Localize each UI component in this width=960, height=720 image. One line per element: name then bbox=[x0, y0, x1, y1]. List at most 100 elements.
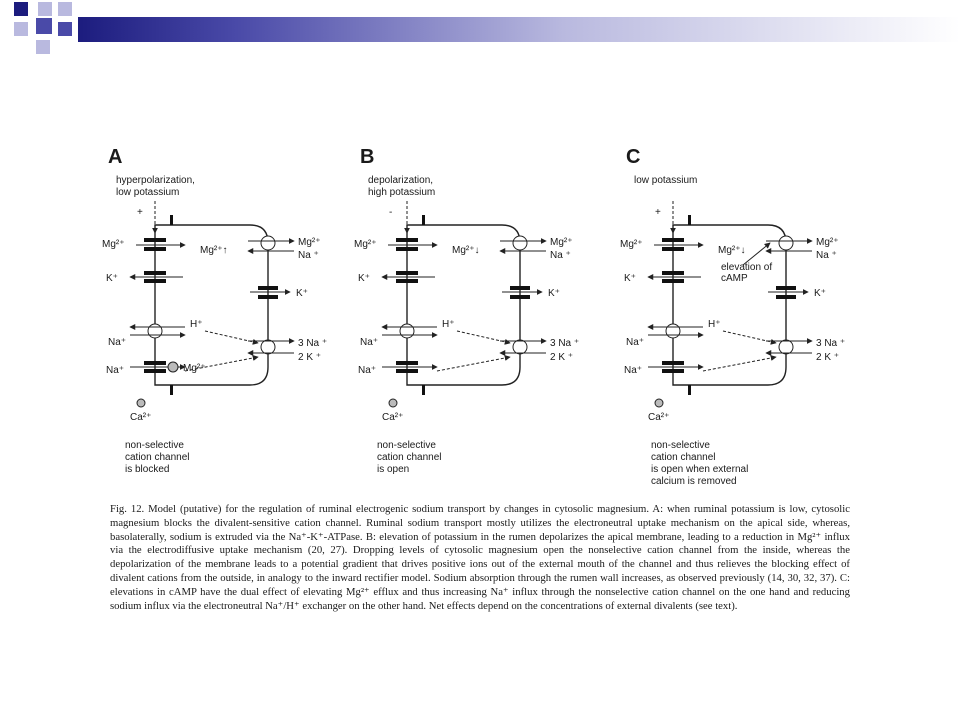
inside-h-label: H⁺ bbox=[190, 319, 203, 330]
basolateral-mg-label: Mg²⁺ bbox=[550, 237, 573, 248]
tight-junction bbox=[688, 385, 691, 395]
basolateral-2k-label: 2 K ⁺ bbox=[298, 352, 321, 363]
apical-mg-label: Mg²⁺ bbox=[620, 239, 643, 250]
channel-symbol bbox=[396, 247, 418, 251]
channel-status-label: non-selective bbox=[125, 440, 184, 451]
basolateral-mg-label: Mg²⁺ bbox=[816, 237, 839, 248]
apical-ca-label: Ca²⁺ bbox=[648, 412, 669, 423]
channel-status-label: is open when external bbox=[651, 464, 748, 475]
panel-letter: C bbox=[626, 146, 640, 168]
apical-mg-label: Mg²⁺ bbox=[102, 239, 125, 250]
cytosolic-mg-label: Mg²⁺↓ bbox=[718, 245, 746, 256]
membrane-potential-sign: + bbox=[137, 207, 143, 218]
channel-symbol bbox=[662, 238, 684, 242]
panel-letter: A bbox=[108, 146, 122, 168]
camp-label: cAMP bbox=[721, 273, 748, 284]
channel-symbol bbox=[776, 286, 796, 290]
transporter-symbol bbox=[512, 339, 528, 355]
membrane-potential-sign: - bbox=[389, 207, 392, 218]
basolateral-3na-label: 3 Na ⁺ bbox=[298, 338, 327, 349]
channel-symbol bbox=[396, 279, 418, 283]
channel-symbol bbox=[510, 286, 530, 290]
tight-junction bbox=[170, 215, 173, 225]
channel-symbol bbox=[396, 369, 418, 373]
channel-symbol bbox=[144, 247, 166, 251]
channel-symbol bbox=[258, 286, 278, 290]
cell-membrane bbox=[672, 224, 787, 386]
condition-label: hyperpolarization, bbox=[116, 175, 195, 186]
basolateral-2k-label: 2 K ⁺ bbox=[816, 352, 839, 363]
channel-status-label: non-selective bbox=[651, 440, 710, 451]
channel-symbol bbox=[396, 238, 418, 242]
apical-na-label: Na⁺ bbox=[108, 337, 126, 348]
transporter-symbol bbox=[665, 323, 681, 339]
deco-square bbox=[58, 22, 72, 36]
dashed-arrow bbox=[702, 355, 777, 372]
calcium-ion bbox=[136, 398, 146, 408]
transporter-symbol bbox=[778, 339, 794, 355]
flux-arrow bbox=[742, 242, 771, 266]
membrane-potential-sign: + bbox=[655, 207, 661, 218]
basolateral-3na-label: 3 Na ⁺ bbox=[816, 338, 845, 349]
channel-status-label: cation channel bbox=[651, 452, 716, 463]
dashed-arrow bbox=[436, 355, 511, 372]
inside-h-label: H⁺ bbox=[708, 319, 721, 330]
cell-membrane bbox=[154, 224, 269, 386]
mg-block-label: Mg²⁺ bbox=[183, 363, 206, 374]
transporter-symbol bbox=[147, 323, 163, 339]
apical-k-label: K⁺ bbox=[358, 273, 370, 284]
channel-symbol bbox=[662, 361, 684, 365]
inside-h-label: H⁺ bbox=[442, 319, 455, 330]
channel-symbol bbox=[776, 295, 796, 299]
figure-caption: Fig. 12. Model (putative) for the regula… bbox=[110, 503, 850, 612]
deco-square bbox=[36, 18, 52, 34]
condition-label: high potassium bbox=[368, 187, 435, 198]
deco-square bbox=[36, 40, 50, 54]
channel-status-label: non-selective bbox=[377, 440, 436, 451]
calcium-ion bbox=[654, 398, 664, 408]
camp-label: elevation of bbox=[721, 262, 772, 273]
channel-symbol bbox=[396, 361, 418, 365]
basolateral-k-label: K⁺ bbox=[296, 288, 308, 299]
calcium-ion bbox=[388, 398, 398, 408]
apical-ca-label: Ca²⁺ bbox=[382, 412, 403, 423]
channel-symbol bbox=[258, 295, 278, 299]
cytosolic-mg-label: Mg²⁺↓ bbox=[452, 245, 480, 256]
transporter-symbol bbox=[260, 339, 276, 355]
transporter-symbol bbox=[260, 235, 276, 251]
channel-status-label: cation channel bbox=[377, 452, 442, 463]
apical-na-label: Na⁺ bbox=[358, 365, 376, 376]
basolateral-mg-label: Mg²⁺ bbox=[298, 237, 321, 248]
apical-na-label: Na⁺ bbox=[624, 365, 642, 376]
channel-symbol bbox=[144, 279, 166, 283]
apical-na-label: Na⁺ bbox=[106, 365, 124, 376]
cell-membrane bbox=[406, 224, 521, 386]
transporter-symbol bbox=[399, 323, 415, 339]
channel-symbol bbox=[662, 247, 684, 251]
channel-symbol bbox=[662, 279, 684, 283]
channel-status-label: is blocked bbox=[125, 464, 169, 475]
mg-block-ion bbox=[167, 361, 179, 373]
channel-symbol bbox=[510, 295, 530, 299]
deco-square bbox=[14, 22, 28, 36]
condition-label: low potassium bbox=[116, 187, 179, 198]
tight-junction bbox=[688, 215, 691, 225]
channel-symbol bbox=[144, 361, 166, 365]
transporter-symbol bbox=[512, 235, 528, 251]
apical-k-label: K⁺ bbox=[624, 273, 636, 284]
apical-mg-label: Mg²⁺ bbox=[354, 239, 377, 250]
apical-ca-label: Ca²⁺ bbox=[130, 412, 151, 423]
channel-symbol bbox=[144, 271, 166, 275]
basolateral-na-label: Na ⁺ bbox=[816, 250, 837, 261]
channel-status-label: calcium is removed bbox=[651, 476, 737, 487]
channel-status-label: cation channel bbox=[125, 452, 190, 463]
basolateral-2k-label: 2 K ⁺ bbox=[550, 352, 573, 363]
channel-symbol bbox=[144, 369, 166, 373]
cytosolic-mg-label: Mg²⁺↑ bbox=[200, 245, 228, 256]
channel-status-label: is open bbox=[377, 464, 409, 475]
tight-junction bbox=[422, 385, 425, 395]
